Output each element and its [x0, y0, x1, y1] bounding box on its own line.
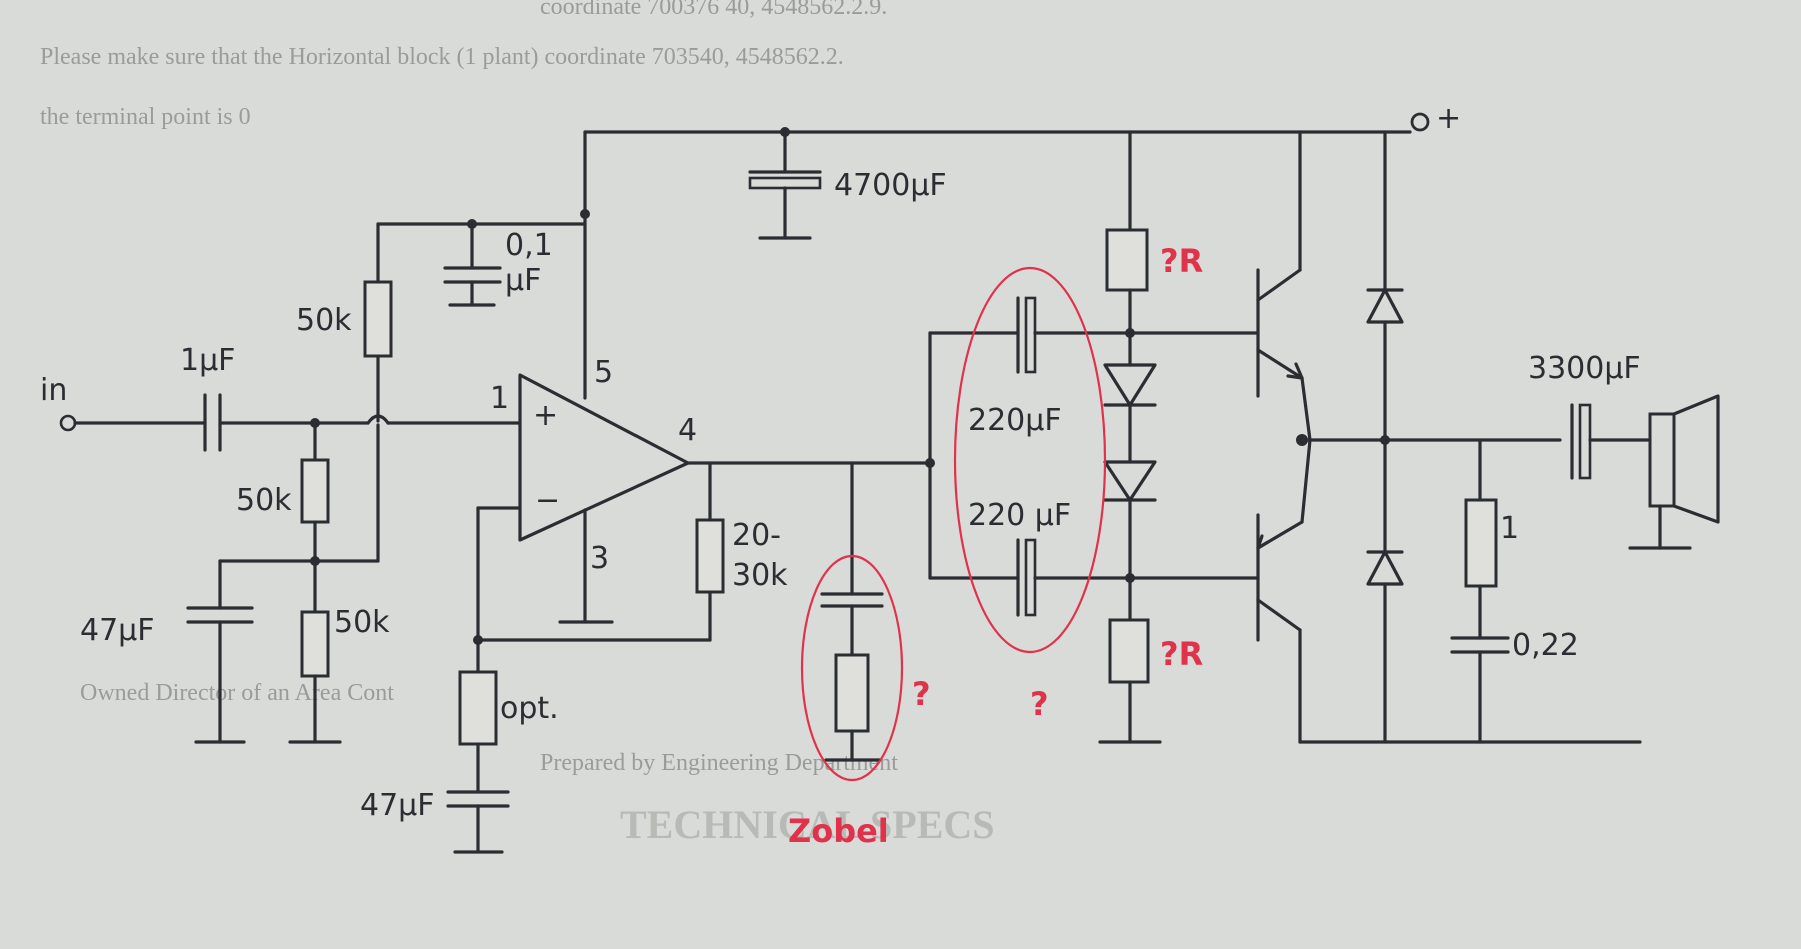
speaker-cone: [1672, 394, 1720, 524]
r-feedback-label-2: 30k: [732, 558, 788, 593]
r-top: [1105, 228, 1149, 292]
caps-question: ?: [1030, 685, 1049, 723]
c-decoupling-label-2: μF: [505, 263, 541, 298]
diode-2: [1103, 460, 1157, 502]
r-top-annotation: ?R: [1160, 242, 1203, 280]
diode-protect-1: [1366, 288, 1404, 324]
input-label: in: [40, 373, 67, 408]
diode-protect-2: [1366, 550, 1404, 586]
r-opt: [458, 670, 498, 746]
opamp-minus: −: [535, 483, 560, 518]
c-boot-1-label: 220μF: [968, 403, 1062, 438]
r-zobel-out: [1464, 498, 1498, 588]
r-zobel: [834, 653, 870, 733]
background-text: coordinate 700376 40, 4548562.2.9. Pleas…: [40, 0, 995, 847]
r-opt-label: opt.: [500, 691, 559, 726]
red-annotations: ?R ?R ? ? Zobel: [788, 242, 1203, 850]
r-bias-bot-label: 50k: [334, 605, 390, 640]
input-stage: in 1μF 50k 50k 47μF 50k: [40, 209, 590, 744]
bg-text-line-3: the terminal point is 0: [40, 104, 251, 130]
c-bulk-label: 4700μF: [834, 168, 947, 203]
r-bias-bot: [300, 610, 330, 678]
zobel-label: Zobel: [788, 812, 889, 850]
opamp: + − 1 5 4 3 20- 30k opt. 47μF: [360, 130, 932, 854]
c-bias-label: 47μF: [80, 613, 155, 648]
input-terminal: [59, 414, 77, 432]
bg-text-line-2: Please make sure that the Horizontal blo…: [40, 44, 844, 70]
bg-text-heading: TECHNICAL SPECS: [620, 802, 995, 847]
r-bias-mid: [300, 458, 330, 524]
r-bias-top: [363, 280, 393, 358]
r-zobel-out-label: 1: [1500, 511, 1519, 546]
r-bottom: [1108, 618, 1150, 684]
c-output-label: 3300μF: [1528, 351, 1641, 386]
driver-zobel: [820, 461, 884, 762]
diode-1: [1103, 363, 1157, 407]
bg-text-line-1: coordinate 700376 40, 4548562.2.9.: [540, 0, 887, 20]
pin-5: 5: [594, 355, 613, 390]
supply-rail: + 4700μF: [583, 101, 1461, 240]
pin-1: 1: [490, 381, 509, 416]
speaker-magnet: [1648, 412, 1676, 508]
c-output-plate-right: [1578, 403, 1592, 480]
r-bias-mid-label: 50k: [236, 483, 292, 518]
c-boot-2-label: 220 μF: [968, 498, 1071, 533]
supply-terminal: [1410, 112, 1430, 132]
pin-3: 3: [590, 541, 609, 576]
zobel-circle: [800, 554, 904, 782]
c-in-label: 1μF: [180, 343, 235, 378]
r-feedback-label-1: 20-: [732, 518, 781, 553]
bg-text-line-4: Owned Director of an Area Cont: [80, 680, 394, 706]
c-zobel-out-label: 0,22: [1512, 628, 1579, 663]
pin-4: 4: [678, 413, 697, 448]
r-feedback: [695, 518, 725, 594]
supply-plus: +: [1436, 101, 1461, 136]
caps-circle: [953, 266, 1107, 654]
output-stage: 220μF 220 μF 1: [925, 130, 1720, 744]
opamp-plus: +: [533, 398, 558, 433]
r-bias-top-label: 50k: [296, 303, 352, 338]
c-feedback-label: 47μF: [360, 788, 435, 823]
r-bottom-annotation: ?R: [1160, 635, 1203, 673]
zobel-question: ?: [912, 675, 931, 713]
bg-text-line-5: Prepared by Engineering Department: [540, 750, 898, 776]
opamp-triangle: [518, 373, 690, 542]
c-decoupling-label-1: 0,1: [505, 228, 553, 263]
c-boot-1-plate-right: [1024, 296, 1037, 374]
